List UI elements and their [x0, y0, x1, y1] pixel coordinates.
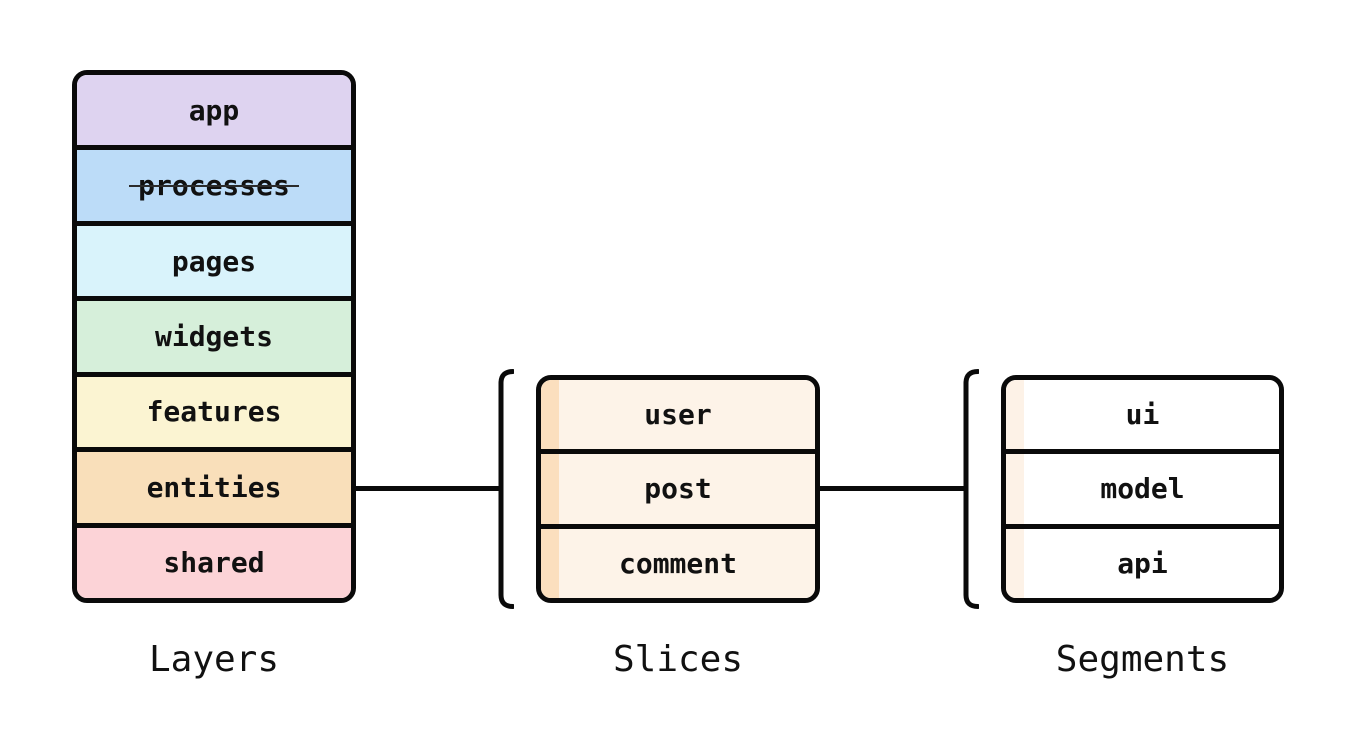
layer-label-entities: entities — [146, 470, 282, 504]
segment-row-api: api — [1006, 523, 1279, 598]
layer-row-features: features — [77, 371, 351, 448]
layer-row-shared: shared — [77, 522, 351, 598]
layer-label-processes: processes — [129, 169, 299, 203]
layer-label-shared: shared — [163, 546, 265, 580]
layers-caption: Layers — [148, 639, 280, 680]
segment-label-model: model — [1100, 472, 1185, 506]
slice-row-comment: comment — [541, 523, 815, 598]
segments-stack: ui model api — [1001, 375, 1284, 603]
slice-label-user: user — [644, 398, 712, 432]
layer-label-features: features — [146, 395, 282, 429]
slices-caption: Slices — [612, 639, 744, 680]
connector-slices-to-segments — [818, 486, 966, 491]
layer-label-widgets: widgets — [154, 319, 273, 353]
segment-label-api: api — [1117, 546, 1168, 580]
slice-row-post: post — [541, 449, 815, 524]
slices-stack: user post comment — [536, 375, 820, 603]
layer-row-app: app — [77, 75, 351, 146]
layer-row-pages: pages — [77, 220, 351, 297]
slice-row-user: user — [541, 380, 815, 450]
segment-row-model: model — [1006, 449, 1279, 524]
connector-layers-to-slices — [354, 486, 502, 491]
bracket-slices-icon — [498, 369, 514, 609]
layer-label-pages: pages — [171, 244, 257, 278]
layer-label-app: app — [188, 93, 240, 127]
layer-row-widgets: widgets — [77, 296, 351, 372]
slice-label-comment: comment — [618, 546, 737, 580]
segments-caption: Segments — [1055, 639, 1230, 680]
slice-label-post: post — [644, 472, 712, 506]
layer-row-entities: entities — [77, 447, 351, 523]
layers-stack: app processes pages widgets features ent… — [72, 70, 356, 603]
segment-row-ui: ui — [1006, 380, 1279, 450]
segment-label-ui: ui — [1125, 398, 1160, 432]
bracket-segments-icon — [963, 369, 979, 609]
layer-row-processes: processes — [77, 145, 351, 221]
